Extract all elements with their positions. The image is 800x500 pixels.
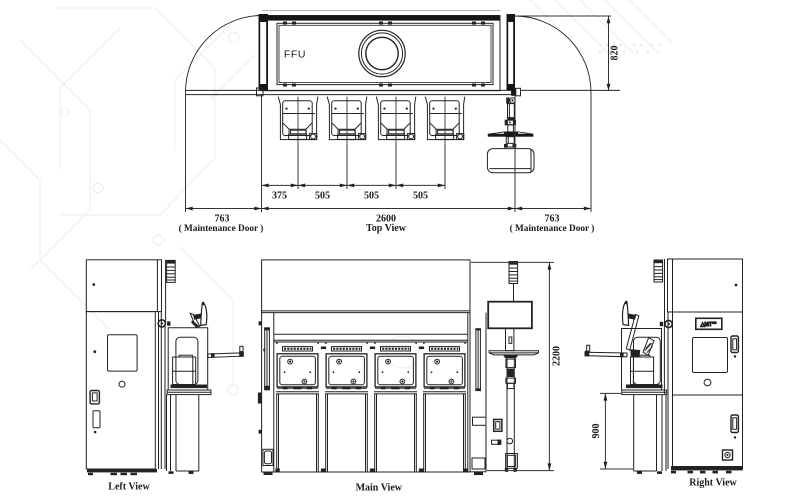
svg-text:820: 820 [610, 46, 621, 61]
svg-text:763: 763 [545, 214, 560, 225]
svg-text:Top View: Top View [366, 223, 407, 234]
svg-text:2600: 2600 [376, 214, 396, 225]
svg-text:763: 763 [215, 214, 230, 225]
svg-text:505: 505 [364, 191, 379, 202]
svg-text:( Maintenance Door ): ( Maintenance Door ) [510, 223, 595, 234]
svg-text:900: 900 [591, 424, 602, 439]
svg-text:FFU: FFU [284, 49, 306, 61]
svg-text:Left View: Left View [108, 482, 150, 493]
svg-text:505: 505 [315, 191, 330, 202]
svg-text:△MT℠: △MT℠ [700, 321, 718, 328]
svg-text:Right View: Right View [689, 478, 737, 489]
svg-text:( Maintenance Door ): ( Maintenance Door ) [179, 223, 264, 234]
svg-text:2200: 2200 [552, 346, 563, 366]
svg-text:505: 505 [413, 191, 428, 202]
svg-text:Main View: Main View [356, 483, 403, 494]
svg-text:375: 375 [272, 191, 287, 202]
